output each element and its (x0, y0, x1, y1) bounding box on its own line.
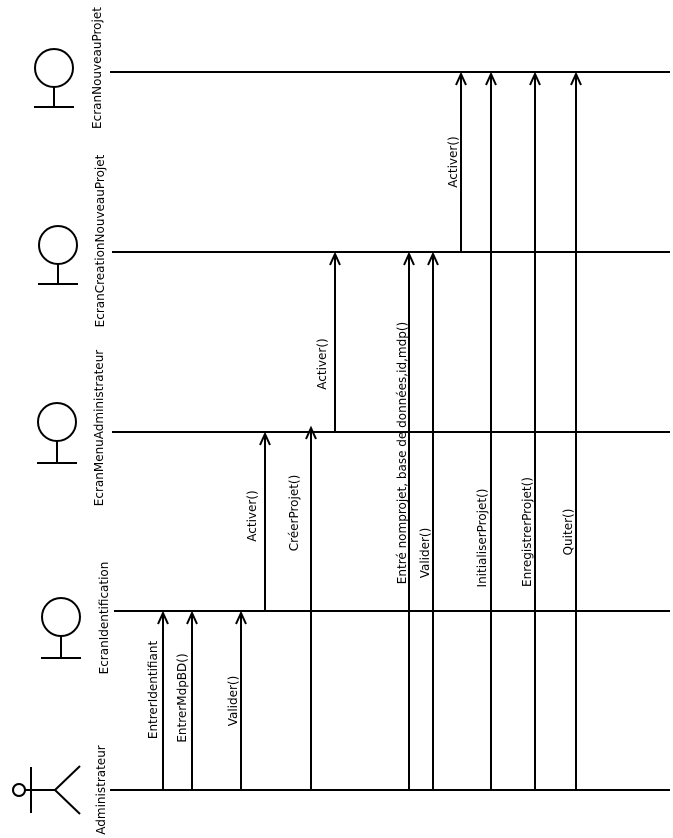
message-label: Entré nomprojet, base de données,id,mdp(… (395, 322, 409, 584)
message-activer-menu: Activer() (245, 431, 271, 611)
participant-label-ecran-nouveau-projet: EcranNouveauProjet (90, 7, 104, 129)
message-label: Valider() (418, 528, 432, 579)
message-valider-creation: Valider() (418, 251, 439, 790)
message-valider-identification: Valider() (226, 610, 247, 790)
lifelines (110, 71, 670, 791)
message-label: Quiter() (561, 509, 575, 556)
message-label: Activer() (446, 136, 460, 187)
message-label: EnregistrerProjet() (520, 477, 534, 587)
message-label: CréerProjet() (287, 475, 301, 552)
message-label: Valider() (226, 676, 240, 727)
boundary-icon-ecran-identification (41, 597, 81, 659)
message-label: Activer() (315, 338, 329, 389)
participant-label-ecran-creation-nouveau-projet: EcranCreationNouveauProjet (93, 154, 107, 327)
message-activer-nouveau-projet: Activer() (446, 71, 467, 252)
message-activer-creation: Activer() (315, 251, 341, 432)
participant-label-administrateur: Administrateur (94, 745, 108, 835)
message-initialiser-projet: InitialiserProjet() (475, 71, 497, 790)
message-entre-nomprojet: Entré nomprojet, base de données,id,mdp(… (395, 251, 415, 790)
message-quiter: Quiter() (561, 71, 582, 790)
boundary-icon-ecran-menu-administrateur (37, 402, 77, 464)
actor-icon (12, 765, 81, 815)
message-label: EntrerMdpBD() (175, 653, 189, 742)
boundary-icon-ecran-nouveau-projet (34, 48, 74, 108)
messages: EntrerIdentifiant EntrerMdpBD() Valider(… (146, 71, 582, 790)
message-creer-projet: CréerProjet() (287, 425, 317, 790)
message-label: Activer() (245, 490, 259, 541)
message-label: EntrerIdentifiant (146, 641, 160, 740)
message-entrer-mdp-bd: EntrerMdpBD() (175, 610, 198, 790)
participant-label-ecran-menu-administrateur: EcranMenuAdministrateur (92, 350, 106, 507)
participant-label-ecran-identification: EcranIdentification (97, 562, 111, 675)
message-label: InitialiserProjet() (475, 489, 489, 588)
message-enregistrer-projet: EnregistrerProjet() (520, 71, 541, 790)
message-entrer-identifiant: EntrerIdentifiant (146, 610, 169, 790)
boundary-icon-ecran-creation-nouveau-projet (38, 225, 78, 285)
